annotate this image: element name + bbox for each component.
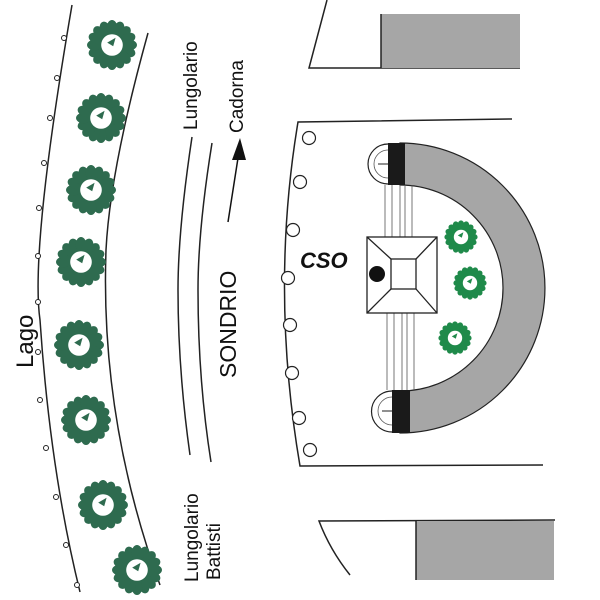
light-tower-icon xyxy=(282,317,298,333)
light-tower-icon xyxy=(291,410,307,426)
lamp-post-icon xyxy=(63,542,69,548)
lamp-post-icon xyxy=(47,115,53,121)
lamp-post-icon xyxy=(35,299,41,305)
stadium-boundary xyxy=(283,118,544,467)
light-tower-icon xyxy=(302,442,318,458)
venue-label: CSO xyxy=(300,248,348,273)
location-marker-icon xyxy=(369,266,385,282)
tree-icon xyxy=(56,237,106,287)
tree-icon xyxy=(438,321,472,355)
tree-icon xyxy=(66,165,116,215)
tree-icon xyxy=(61,395,111,445)
lamp-posts xyxy=(35,35,318,588)
tree-icon xyxy=(87,20,137,70)
street-north-label-2: Cadorna xyxy=(227,60,248,133)
central-pavilion xyxy=(366,236,438,314)
direction-arrow-icon xyxy=(232,138,246,160)
walkway-lines xyxy=(384,185,415,390)
street-south-label-2: Battisti xyxy=(204,523,225,580)
tree-icon xyxy=(78,480,128,530)
promenade-edge xyxy=(104,32,161,586)
building-south xyxy=(416,521,554,580)
tree-icon xyxy=(76,93,126,143)
direction-label: SONDRIO xyxy=(215,271,241,378)
grandstand-cap-south xyxy=(392,390,410,433)
road-line-west xyxy=(177,136,193,456)
tree-icon xyxy=(54,320,104,370)
lamp-post-icon xyxy=(41,160,47,166)
road-edge-south xyxy=(317,519,556,576)
street-south-label-1: Lungolario xyxy=(182,493,203,582)
light-tower-icon xyxy=(301,130,317,146)
light-tower-icon xyxy=(280,270,296,286)
road-line-east xyxy=(197,142,213,463)
tree-icon xyxy=(453,266,487,300)
lake-label: Lago xyxy=(12,315,39,368)
entrance-south xyxy=(370,390,393,433)
lamp-post-icon xyxy=(74,582,80,588)
tree-icon xyxy=(444,220,478,254)
tree-icon xyxy=(112,545,162,595)
light-tower-icon xyxy=(284,365,300,381)
grandstand xyxy=(399,142,546,434)
grandstand-cap-north xyxy=(388,143,405,185)
lamp-post-icon xyxy=(43,445,49,451)
lamp-post-icon xyxy=(53,494,59,500)
lamp-post-icon xyxy=(35,349,41,355)
lakeshore-line xyxy=(37,4,81,593)
lamp-post-icon xyxy=(37,397,43,403)
lamp-post-icon xyxy=(35,253,41,259)
lamp-post-icon xyxy=(54,75,60,81)
lamp-post-icon xyxy=(36,205,42,211)
lamp-post-icon xyxy=(61,35,67,41)
trees xyxy=(54,20,487,595)
light-tower-icon xyxy=(292,174,308,190)
street-north-label-1: Lungolario xyxy=(181,41,202,130)
building-north xyxy=(381,14,520,68)
light-tower-icon xyxy=(285,222,301,238)
